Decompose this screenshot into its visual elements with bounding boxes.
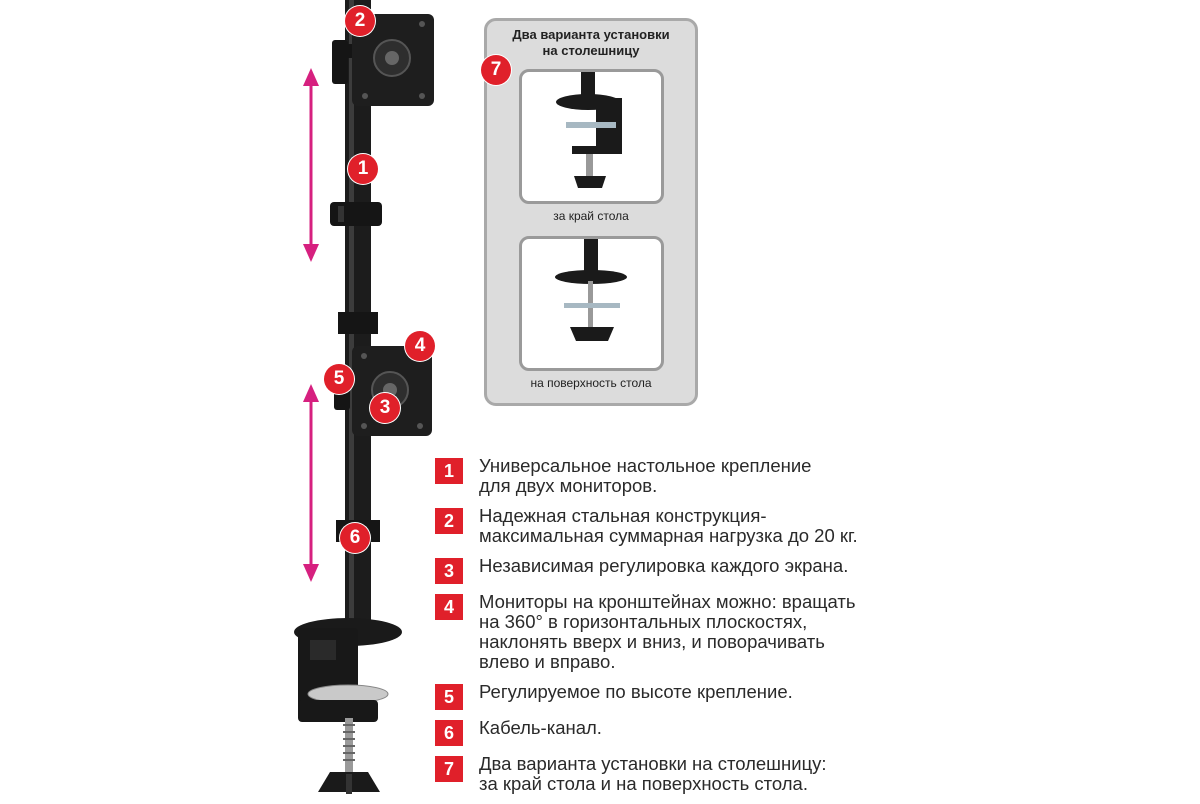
list-item: 6 Кабель-канал. bbox=[435, 717, 905, 746]
feature-number: 7 bbox=[435, 756, 463, 782]
callout-badge-6: 6 bbox=[340, 523, 370, 553]
callout-badge-1: 1 bbox=[348, 154, 378, 184]
list-item: 4 Мониторы на кронштейнах можно: вращать… bbox=[435, 592, 905, 672]
installation-options-title-line1: Два варианта установки bbox=[512, 27, 670, 42]
upper-vesa-plate bbox=[332, 14, 434, 106]
feature-number: 5 bbox=[435, 684, 463, 710]
option-edge-clamp-caption: за край стола bbox=[553, 209, 629, 223]
list-item: 5 Регулируемое по высоте крепление. bbox=[435, 681, 905, 710]
list-item: 3 Независимая регулировка каждого экрана… bbox=[435, 555, 905, 584]
callout-badge-2: 2 bbox=[345, 6, 375, 36]
height-adjust-arrow-lower bbox=[303, 384, 319, 582]
feature-number: 2 bbox=[435, 508, 463, 534]
feature-number: 4 bbox=[435, 594, 463, 620]
height-adjust-arrow-upper bbox=[303, 68, 319, 262]
feature-text: Два варианта установки на столешницу: за… bbox=[479, 753, 827, 794]
list-item: 1 Универсальное настольное крепление для… bbox=[435, 456, 905, 496]
feature-number: 6 bbox=[435, 720, 463, 746]
list-item: 7 Два варианта установки на столешницу: … bbox=[435, 754, 905, 794]
installation-options-title: Два варианта установки на столешницу bbox=[487, 27, 695, 59]
desk-clamp bbox=[294, 618, 402, 794]
list-item: 2 Надежная стальная конструкция- максима… bbox=[435, 506, 905, 546]
callout-badge-3: 3 bbox=[370, 393, 400, 423]
feature-number: 3 bbox=[435, 558, 463, 584]
cable-clip-upper bbox=[330, 202, 382, 226]
monitor-mount-illustration bbox=[294, 0, 434, 794]
installation-options-panel: Два варианта установки на столешницу 7 з… bbox=[481, 18, 698, 406]
feature-text: Универсальное настольное крепление для д… bbox=[479, 455, 812, 496]
grommet-mount-image bbox=[555, 239, 627, 341]
callout-badge-7: 7 bbox=[481, 55, 511, 85]
installation-options-title-line2: на столешницу bbox=[542, 43, 640, 58]
option-grommet-caption: на поверхность стола bbox=[530, 376, 652, 390]
option-edge-clamp-photo bbox=[519, 69, 664, 204]
option-grommet-photo bbox=[519, 236, 664, 371]
feature-number: 1 bbox=[435, 458, 463, 484]
callout-badge-5: 5 bbox=[324, 364, 354, 394]
pole-collar-middle bbox=[338, 312, 378, 334]
feature-list: 1 Универсальное настольное крепление для… bbox=[435, 456, 905, 804]
feature-text: Кабель-канал. bbox=[479, 717, 602, 738]
edge-clamp-image bbox=[556, 72, 622, 188]
feature-text: Независимая регулировка каждого экрана. bbox=[479, 555, 849, 576]
feature-text: Регулируемое по высоте крепление. bbox=[479, 681, 793, 702]
feature-text: Мониторы на кронштейнах можно: вращать н… bbox=[479, 591, 856, 672]
callout-badge-4: 4 bbox=[405, 331, 435, 361]
feature-text: Надежная стальная конструкция- максималь… bbox=[479, 505, 858, 546]
